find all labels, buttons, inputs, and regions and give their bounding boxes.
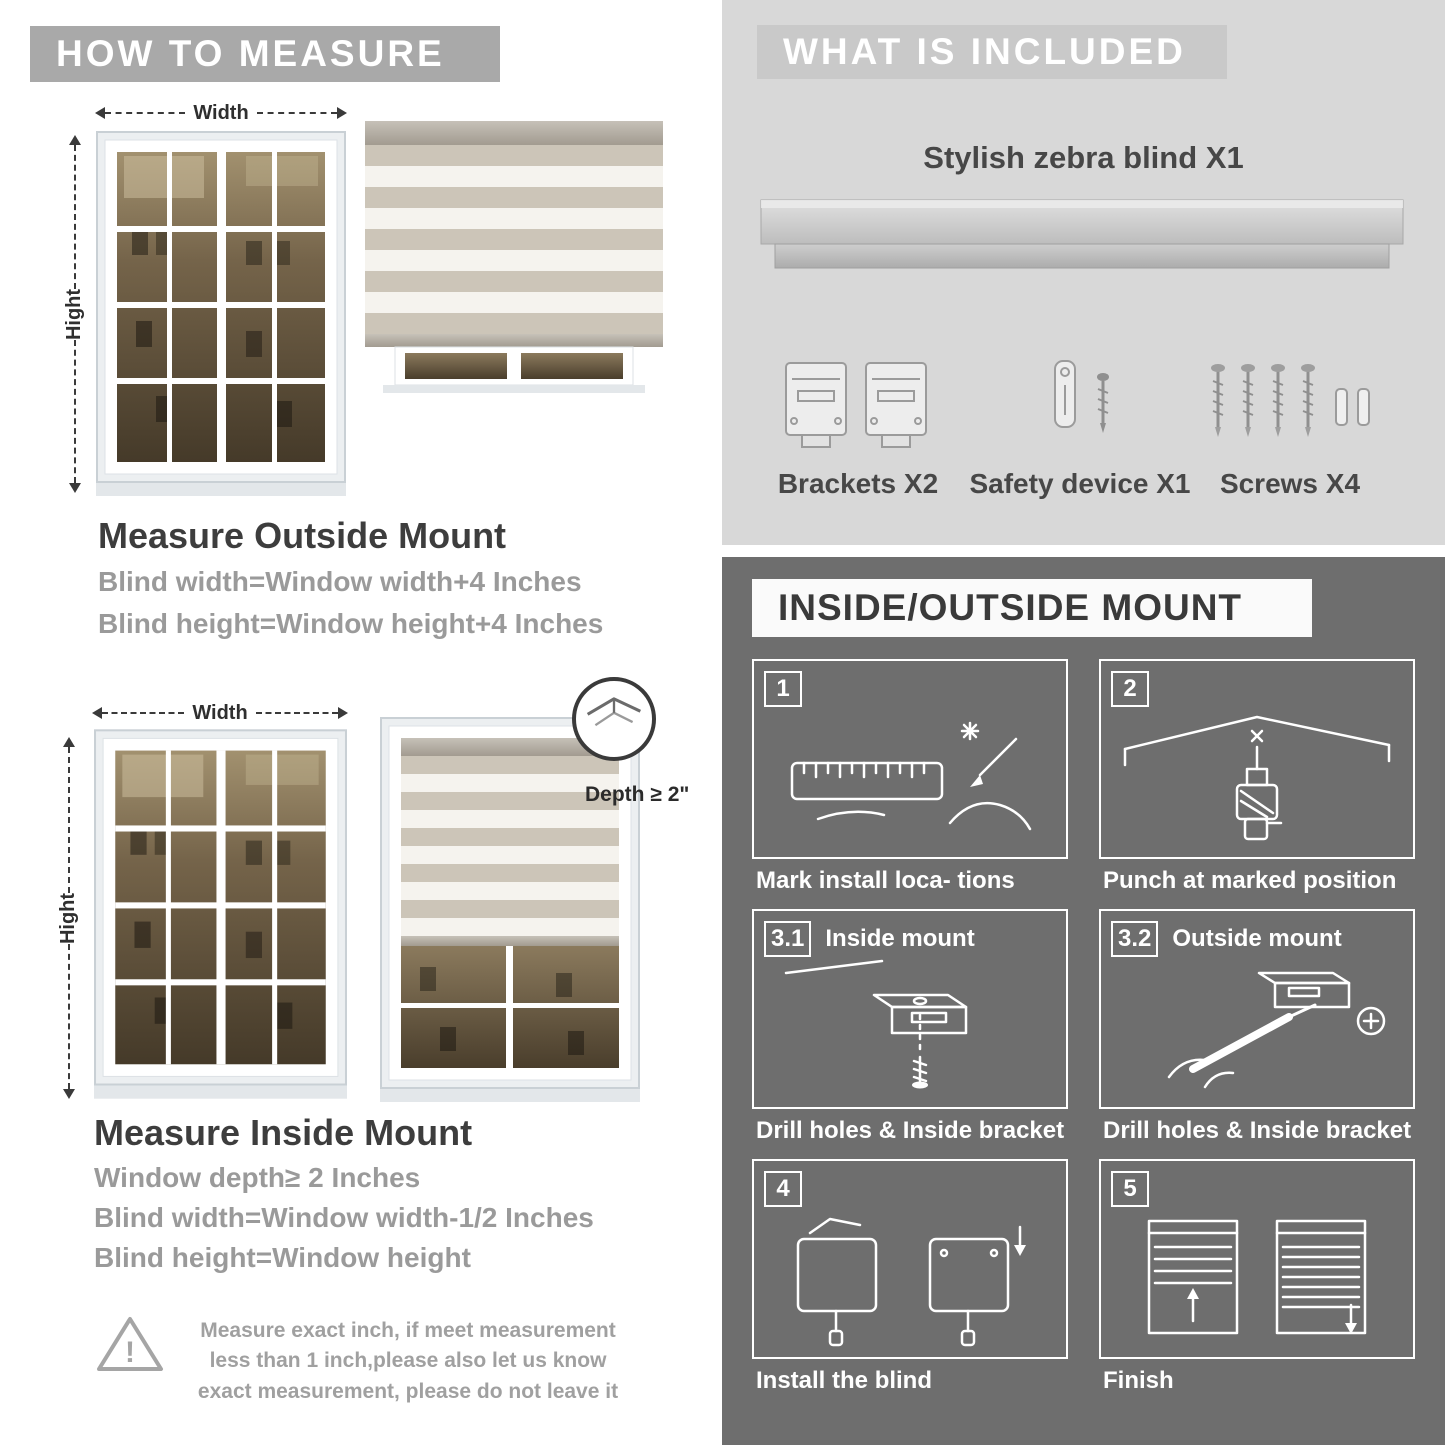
step-caption: Finish (1103, 1367, 1174, 1394)
step-4: 4 (752, 1159, 1068, 1397)
included-item-screws: Screws X4 (1180, 330, 1400, 500)
item-label-brackets: Brackets X2 (777, 468, 939, 499)
inside-mount-line3: Blind height=Window height (94, 1242, 471, 1273)
inside-mount-title: Measure Inside Mount (94, 1112, 473, 1153)
right-column: WHAT IS INCLUDED Stylish zebra blind X1 (722, 0, 1445, 1445)
step-2: 2 (1099, 659, 1415, 897)
step-number: 3.2 (1111, 921, 1159, 957)
step-number: 3.1 (764, 921, 812, 957)
inside-bracket-icon (784, 959, 968, 1089)
blind-headrail-illustration (760, 199, 1404, 269)
inside-mount-line1: Window depth≥ 2 Inches (94, 1162, 421, 1193)
how-to-measure-section: HOW TO MEASURE Width Hight (0, 0, 722, 1445)
window-corner-icon (586, 697, 642, 727)
step-3-1-tile: 3.1 Inside mount (752, 909, 1068, 1109)
what-is-included-section: WHAT IS INCLUDED Stylish zebra blind X1 (722, 0, 1445, 545)
width-label: Width (193, 101, 249, 124)
step-number: 4 (764, 1171, 802, 1207)
arrow-right-icon (337, 107, 348, 119)
window-illustration (96, 131, 346, 496)
arrow-down-icon (69, 483, 81, 493)
arrow-left-icon (92, 707, 102, 719)
arrow-down-icon (63, 1089, 75, 1099)
outside-mount-line1: Blind width=Window width+4 Inches (98, 566, 582, 597)
step-3-2: 3.2 Outside mount (1099, 909, 1415, 1147)
zebra-blind-inside-illustration (380, 717, 640, 1102)
step-number: 2 (1111, 671, 1149, 707)
inside-mount-line2: Blind width=Window width-1/2 Inches (94, 1202, 594, 1233)
step-caption: Punch at marked position (1103, 867, 1397, 894)
outside-mount-line2: Blind height=Window height+4 Inches (98, 608, 604, 639)
included-item-safety-device: Safety device X1 (969, 330, 1191, 500)
window-illustration (94, 729, 347, 1099)
how-to-measure-header: HOW TO MEASURE (30, 26, 500, 82)
step-5: 5 (1099, 1159, 1415, 1397)
what-is-included-header: WHAT IS INCLUDED (757, 25, 1227, 79)
arrow-up-icon (63, 737, 75, 747)
step-caption: Install the blind (756, 1367, 933, 1394)
step-caption: Drill holes & Inside bracket (1103, 1117, 1412, 1144)
width-arrow: Width (95, 101, 348, 124)
width-label: Width (192, 701, 248, 724)
depth-label: Depth ≥ 2" (585, 783, 690, 806)
screws-icon (1211, 364, 1370, 437)
step-3-1: 3.1 Inside mount (752, 909, 1068, 1147)
item-label-screws: Screws X4 (1219, 468, 1361, 499)
mount-header: INSIDE/OUTSIDE MOUNT (752, 579, 1312, 637)
height-arrow: Hight (62, 135, 88, 493)
step-number: 1 (764, 671, 802, 707)
step-2-tile: 2 (1099, 659, 1415, 859)
outside-mount-title: Measure Outside Mount (98, 515, 507, 556)
zebra-blind-outside-illustration (365, 121, 663, 393)
width-arrow: Width (92, 701, 349, 724)
item-label-safety-device: Safety device X1 (969, 468, 1191, 499)
arrow-right-icon (338, 707, 349, 719)
height-label: Hight (57, 892, 80, 944)
step-caption: Mark install loca- tions (756, 867, 1015, 894)
step-label: Inside mount (825, 925, 975, 952)
step-1: 1 (752, 659, 1068, 897)
safety-device-icon (1054, 360, 1109, 433)
drill-ceiling-icon (1123, 715, 1391, 841)
included-item-brackets: Brackets X2 (748, 330, 968, 500)
depth-callout (572, 677, 656, 761)
warning-icon: ! (97, 1317, 163, 1371)
step-number: 5 (1111, 1171, 1149, 1207)
outside-bracket-icon (1167, 971, 1386, 1089)
product-name: Stylish zebra blind X1 (923, 140, 1244, 175)
step-5-tile: 5 (1099, 1159, 1415, 1359)
arrow-up-icon (69, 135, 81, 145)
warning-text: Measure exact inch, if meet measurement … (197, 1319, 619, 1403)
step-4-tile: 4 (752, 1159, 1068, 1359)
step-caption: Drill holes & Inside bracket (756, 1117, 1065, 1144)
step-3-2-tile: 3.2 Outside mount (1099, 909, 1415, 1109)
measure-warning: ! Measure exact inch, if meet measuremen… (95, 1312, 655, 1407)
brackets-icon (785, 362, 927, 448)
inside-mount-figure: Width Hight (40, 677, 710, 1117)
svg-text:!: ! (125, 1336, 135, 1369)
mount-instructions-section: INSIDE/OUTSIDE MOUNT 1 (722, 557, 1445, 1445)
finish-blinds-icon (1147, 1219, 1367, 1335)
install-blind-icon (796, 1217, 1026, 1347)
outside-mount-figure: Width Hight (60, 95, 700, 507)
step-label: Outside mount (1172, 925, 1342, 952)
height-arrow: Hight (56, 737, 82, 1099)
mount-steps-grid: 1 (752, 659, 1415, 1397)
mark-location-icon (790, 721, 1032, 831)
step-1-tile: 1 (752, 659, 1068, 859)
height-label: Hight (63, 288, 86, 340)
arrow-left-icon (95, 107, 105, 119)
